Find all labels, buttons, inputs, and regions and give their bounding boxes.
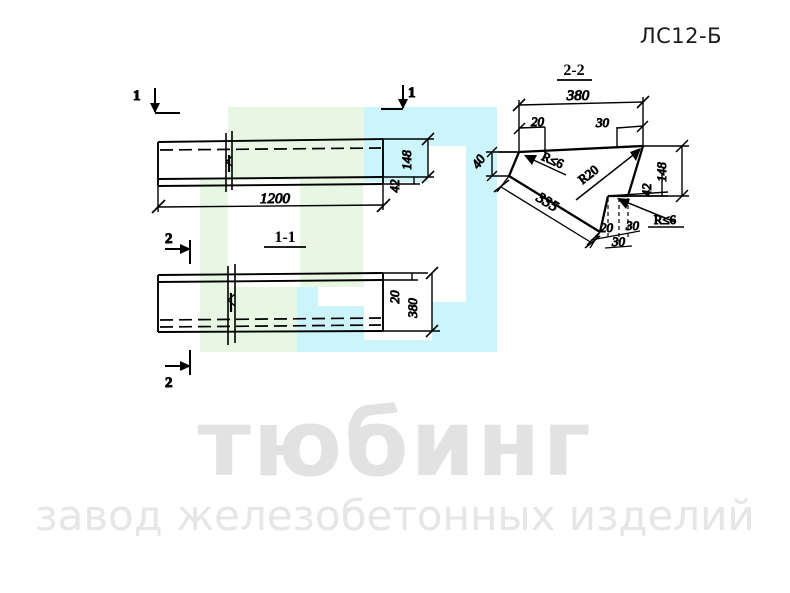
dimension-20-plan <box>383 272 428 281</box>
plan-body <box>157 272 384 333</box>
dimension-label-foot-30: 30 <box>625 218 640 233</box>
dimension-label-148-section: 148 <box>654 162 669 182</box>
dimension-label-42-section: 42 <box>639 183 654 197</box>
dimension-label-20-plan: 20 <box>387 290 402 304</box>
dimension-label-20-section: 20 <box>531 114 545 129</box>
view-plan: 20 380 2 <box>157 264 440 392</box>
section-geometry: 380 20 30 40 <box>468 88 689 250</box>
section-label-1-right: 1 <box>408 85 416 101</box>
dimension-40-section <box>486 146 519 182</box>
watermark-brand: тюбинг <box>197 390 593 497</box>
plan-break-symbol <box>227 264 236 345</box>
view-elevation: 1 1 <box>133 85 435 264</box>
dimension-label-380-plan: 380 <box>405 298 420 319</box>
radius-label-right: R≤6 <box>654 212 677 227</box>
dimension-42-section <box>607 174 669 197</box>
section-label-2-upper: 2 <box>165 231 173 247</box>
dimension-label-foot-base: 30 <box>611 234 626 249</box>
elevation-body <box>157 138 384 187</box>
radius-leader-r20 <box>575 148 641 201</box>
section-mark-2-upper <box>165 240 191 264</box>
dimension-label-1200: 1200 <box>260 191 291 207</box>
section-label-2-lower: 2 <box>165 375 173 391</box>
dimension-148 <box>383 132 435 184</box>
radius-leader-right <box>617 198 684 228</box>
dimension-20-section <box>513 122 546 150</box>
dimension-380-section <box>512 95 650 152</box>
dimension-label-42: 42 <box>387 179 402 193</box>
watermark-logo-blocks <box>200 107 497 352</box>
dimension-380-plan <box>383 266 440 338</box>
drawing-code-title: ЛС12-Б <box>639 24 722 48</box>
dimension-label-30-section: 30 <box>595 115 610 130</box>
dimension-label-380-section: 380 <box>566 88 590 104</box>
dimension-label-foot-20: 20 <box>600 220 614 235</box>
foot-dimension-chain <box>586 198 641 249</box>
dimension-1200 <box>151 184 391 214</box>
dimension-148-section <box>628 139 689 203</box>
watermark-tagline: завод железобетонных изделий <box>35 491 755 540</box>
section-mark-2-lower <box>165 350 191 375</box>
radius-label-left: R≤6 <box>540 148 567 171</box>
dimension-30-section <box>616 120 649 148</box>
dimension-42 <box>383 177 420 185</box>
section-label-1-left: 1 <box>133 88 141 104</box>
section-mark-1-left <box>150 88 180 114</box>
dimension-335 <box>493 175 601 249</box>
view-label-1-1: 1-1 <box>274 229 295 246</box>
section-mark-1-right <box>381 85 408 110</box>
elevation-break-symbol <box>225 131 233 192</box>
view-label-2-2: 2-2 <box>563 62 584 79</box>
radius-leader-left <box>524 155 567 176</box>
dimension-label-148: 148 <box>399 150 414 170</box>
